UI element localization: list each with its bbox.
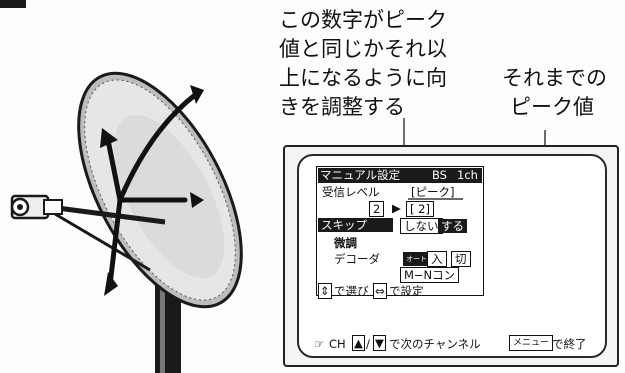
satellite-dish-illustration [10, 71, 243, 373]
band-label: BS [432, 168, 447, 182]
up-down-select-icon: ⇕ [318, 283, 332, 299]
fine-tune-label: 微調 [334, 236, 357, 250]
ch-label: CH [329, 337, 346, 351]
channel-label: 1ch [457, 168, 478, 182]
skip-on-option[interactable]: する [438, 219, 467, 233]
skip-off-option[interactable]: しない [400, 218, 443, 234]
skip-label: スキップ [318, 218, 393, 232]
decoder-on-option[interactable]: 入 [427, 251, 447, 267]
decoder-label: デコーダ [334, 252, 380, 266]
callout-line-4: きを調整する [279, 95, 405, 119]
current-level-value: 2 [369, 201, 385, 217]
corner-marker [0, 0, 26, 8]
level-arrow-icon: ▶ [392, 201, 401, 215]
decoder-type-option[interactable]: M−Nコン [400, 267, 460, 283]
peak-label-underline [408, 198, 463, 200]
set-hint: で設定 [389, 284, 424, 298]
previous-peak-callout: それまでの ピーク値 [502, 64, 607, 122]
left-right-set-icon: ⇔ [373, 283, 387, 299]
menu-title-bar [318, 168, 482, 183]
menu-title: マニュアル設定 [320, 168, 401, 182]
decoder-auto-option[interactable]: オート [403, 252, 430, 266]
exit-hint: で終了 [552, 337, 587, 351]
select-hint: で選び [334, 284, 369, 298]
callout-right-line-1: それまでの [502, 66, 607, 90]
callout-line-1: この数字がピーク [279, 8, 447, 32]
separator-slash: / [366, 337, 370, 351]
signal-level-label: 受信レベル [322, 185, 380, 199]
channel-up-icon: ▲ [352, 335, 365, 351]
peak-instruction-callout: この数字がピーク 値と同じかそれ以 上になるように向 きを調整する [279, 6, 447, 122]
menu-key-button[interactable]: メニュー [509, 335, 554, 351]
callout-right-line-2: ピーク値 [510, 95, 594, 119]
decoder-off-option[interactable]: 切 [451, 251, 471, 267]
next-channel-hint: で次のチャンネル [389, 337, 481, 351]
peak-label: [ピーク] [411, 185, 455, 199]
peak-level-value: [ 2] [406, 201, 434, 217]
callout-line-3: 上になるように向 [279, 66, 447, 90]
remote-hand-icon: ☞ [314, 337, 325, 351]
callout-line-2: 値と同じかそれ以 [279, 37, 447, 61]
channel-down-icon: ▼ [373, 335, 386, 351]
